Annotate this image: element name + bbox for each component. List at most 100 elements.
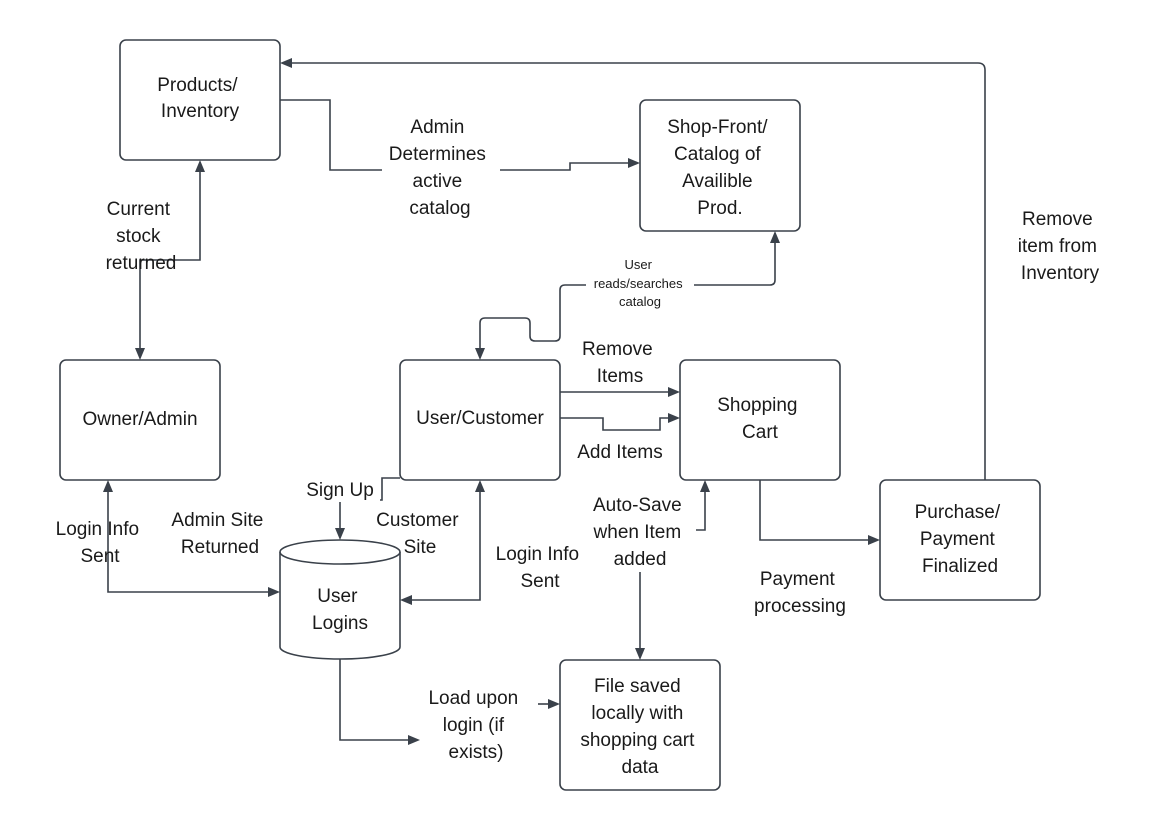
arrowhead [868,535,880,545]
label-halo [584,488,696,572]
arrowhead [135,348,145,360]
user-customer-label: User/Customer [416,408,544,429]
shop-front-label: Shop-Front/ [667,117,768,138]
user-logins-cylinder-top [279,539,401,565]
edge-label-user-reads: reads/searches [594,276,683,291]
edge-customer-to-shopfront [479,243,776,350]
edge-label-load-upon-login: login (if [443,715,505,736]
arrowhead [668,413,680,423]
shop-front-box[interactable] [639,99,801,232]
owner-admin-box[interactable] [59,359,221,481]
svg-text:User reads/searches: User reads/searches catalog [594,257,687,309]
edge-label-user-reads: catalog [619,294,661,309]
edge-label-admin-determines: Determines [389,144,486,165]
purchase-finalized-label: Purchase/ [915,502,1001,523]
svg-text:Remove item from I: Remove item from Inventory [1018,209,1102,284]
edge-label-login-info-admin: Sent [80,546,120,567]
svg-text:File saved locally with: File saved locally with shopping cart da… [580,676,699,778]
svg-text:Add Items: Add Items [577,442,663,463]
edge-label-customer-site: Site [404,537,437,558]
svg-text:Login Info Sent: Login Info Sent [56,519,145,567]
arrowhead [668,387,680,397]
shopping-cart-label: Cart [742,422,779,443]
arrowhead [475,480,485,492]
edge-payment-processing [759,480,868,541]
edge-labels: Admin Determines active catalog Current … [56,110,1102,763]
user-customer-box[interactable] [399,359,561,481]
file-saved-label: data [622,757,659,778]
svg-text:Current stock retu: Current stock returned [106,199,177,274]
file-saved-label: locally with [591,703,683,724]
svg-text:Products/ Inventory: Products/ Inventory [157,75,243,122]
edge-purchase-to-products [292,62,986,480]
shop-front-label: Catalog of [674,144,761,165]
edge-label-remove-from-inventory: Remove [1022,209,1093,230]
user-logins-cylinder-body [279,552,401,660]
edge-logins-to-load [339,658,408,741]
svg-text:Admin Determines a: Admin Determines active catalog [389,117,491,219]
edge-label-current-stock: Current [107,199,171,220]
svg-text:User Logins: User Logins [312,586,368,634]
edge-label-login-info-admin: Login Info [56,519,139,540]
edge-label-remove-from-inventory: item from [1018,236,1097,257]
edge-label-remove-from-inventory: Inventory [1021,263,1100,284]
purchase-finalized-box[interactable] [879,479,1041,601]
svg-text:Purchase/ Payment: Purchase/ Payment Finalized [915,502,1006,577]
file-saved-label: shopping cart [580,730,695,751]
edge-label-login-info-customer: Sent [520,571,560,592]
arrowhead [635,648,645,660]
arrowhead [548,699,560,709]
products-inventory-label: Inventory [161,101,240,122]
edge-label-load-upon-login: exists) [449,742,504,763]
shopping-cart-box[interactable] [679,359,841,481]
edge-label-admin-determines: Admin [410,117,464,138]
products-inventory-box[interactable] [119,39,281,161]
svg-text:Auto-Save when Item: Auto-Save when Item added [593,495,687,570]
edge-label-user-reads: User [624,257,652,272]
edge-sign-up [339,477,400,530]
label-halo [586,256,694,308]
svg-text:Owner/Admin: Owner/Admin [82,409,197,430]
edge-label-auto-save: when Item [593,522,682,543]
svg-text:Payment processing: Payment processing [754,569,846,617]
user-logins-database[interactable] [279,539,401,660]
edge-label-admin-determines: catalog [409,198,470,219]
arrowhead [475,348,485,360]
shopping-cart-label: Shopping [717,395,797,416]
edge-label-admin-site-returned: Returned [181,537,259,558]
svg-text:Remove Items: Remove Items [582,339,658,387]
edge-customer-site [412,492,481,601]
edge-label-auto-save: added [614,549,667,570]
user-logins-label: User [317,586,358,607]
edge-label-admin-determines: active [413,171,463,192]
label-halo [300,478,380,502]
shop-front-label: Prod. [697,198,742,219]
file-saved-box[interactable] [559,659,721,791]
arrowhead [335,528,345,540]
purchase-finalized-label: Finalized [922,556,998,577]
arrowhead [400,595,412,605]
svg-text:Sign Up: Sign Up [306,480,374,501]
edge-admin-logins [107,492,268,593]
purchase-finalized-label: Payment [920,529,996,550]
products-inventory-label: Products/ [157,75,238,96]
nodes: Products/ Inventory Shop-Front/ Catalog … [59,39,1041,791]
svg-text:Login Info Sent: Login Info Sent [496,544,585,592]
arrowhead [700,480,710,492]
edge-label-remove-items: Items [597,366,643,387]
arrowhead [103,480,113,492]
arrowhead [408,735,420,745]
edge-label-payment-processing: processing [754,596,846,617]
edge-add-items [560,417,668,431]
edge-label-remove-items: Remove [582,339,653,360]
svg-text:Admin Site Returned: Admin Site Returned [171,510,268,558]
edge-label-customer-site: Customer [376,510,459,531]
edge-label-add-items: Add Items [577,442,663,463]
edge-label-current-stock: returned [106,253,177,274]
svg-text:Shopping Cart: Shopping Cart [717,395,803,443]
svg-text:Load upon login (if: Load upon login (if exists) [428,688,523,763]
label-halo [382,110,500,222]
owner-admin-label: Owner/Admin [82,409,197,430]
edge-label-load-upon-login: Load upon [428,688,518,709]
edge-label-admin-site-returned: Admin Site [171,510,263,531]
